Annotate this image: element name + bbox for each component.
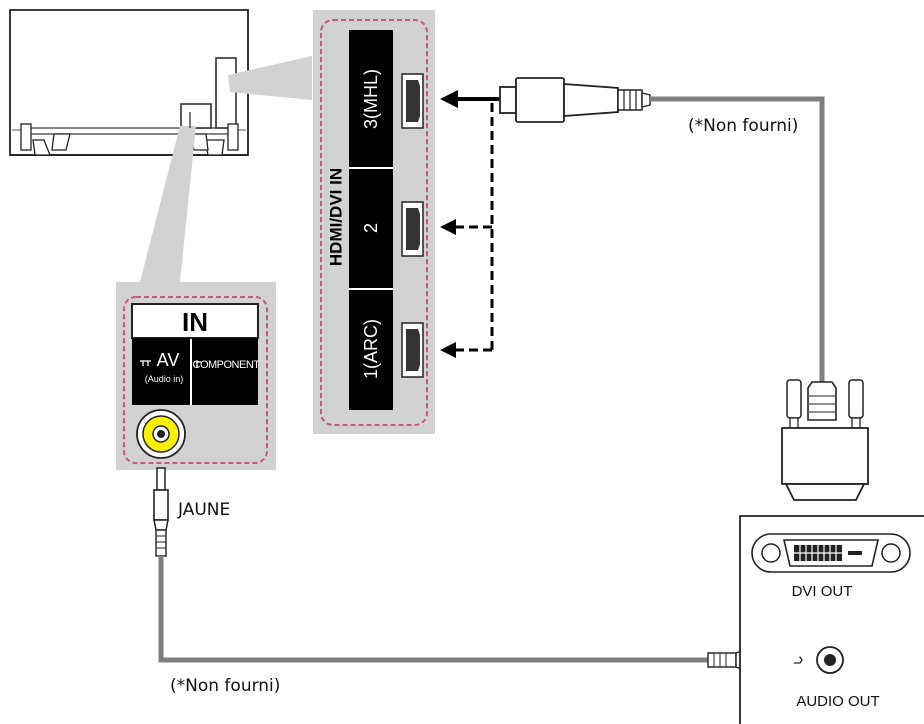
hdmi-port-3-label: 3(MHL): [361, 69, 381, 129]
av-panel-header: IN: [182, 307, 208, 337]
av-highlight-outline: [123, 296, 268, 464]
source-device: DVI OUT AUDIO OUT: [739, 515, 924, 724]
hdmi-arrow-head-2: [440, 219, 456, 235]
hdmi-panel: HDMI/DVI IN 3(MHL) 2 1(ARC): [313, 10, 435, 434]
av-cable: [158, 556, 708, 663]
hdmi-callout-wedge: [228, 56, 312, 100]
av-jack-label: AV: [157, 350, 180, 370]
av-label-block: [132, 338, 190, 405]
av-cable-color-label: JAUNE: [178, 500, 231, 520]
dvi-out-port-icon: [751, 533, 911, 573]
av-audio-in-label: (Audio in): [145, 374, 184, 384]
av-cable-note: (*Non fourni): [170, 676, 281, 696]
hdmi-dvi-cable: [650, 96, 825, 390]
tv-stand-left: [20, 123, 71, 156]
component-label: COMPONENT: [193, 359, 261, 371]
av-callout-wedge: [140, 126, 196, 282]
av-panel: IN AV (Audio in) COMPONENT: [116, 282, 276, 470]
hdmi-plug: [499, 77, 651, 123]
hdmi-port-2-label: 2: [361, 223, 381, 233]
hdmi-label-strip: [349, 30, 393, 410]
hdmi-cable-note: (*Non fourni): [688, 116, 799, 136]
hdmi-port-2-icon: [401, 201, 424, 257]
dvi-out-label: DVI OUT: [792, 583, 853, 600]
hdmi-port-1-label: 1(ARC): [361, 319, 381, 379]
hdmi-port-3-icon: [401, 73, 424, 129]
component-label-block: [192, 338, 258, 405]
yellow-video-jack: [136, 409, 186, 459]
audio-out-label: AUDIO OUT: [796, 693, 879, 710]
av-plug-top: [153, 467, 169, 557]
hdmi-group-label: HDMI/DVI IN: [327, 168, 346, 266]
hdmi-arrow-head-1: [440, 342, 456, 358]
av-in-icon: [140, 360, 151, 366]
hdmi-highlight-outline: [320, 19, 428, 426]
dvi-plug: [781, 379, 869, 501]
tv-rear-view: [9, 9, 249, 156]
audio-out-jack-icon: [816, 646, 844, 674]
hdmi-port-1-icon: [401, 322, 424, 378]
hdmi-arrows-alternate: [455, 103, 494, 352]
hdmi-arrow-solid: [440, 90, 500, 108]
component-in-icon: [196, 361, 201, 368]
